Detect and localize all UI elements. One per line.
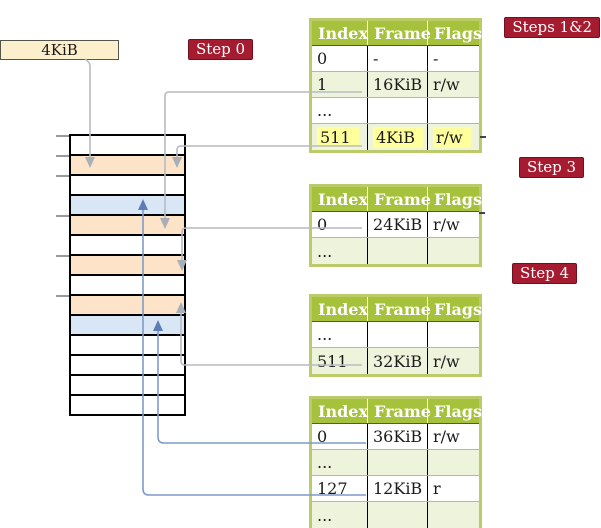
memory-frame-row-data <box>71 316 184 336</box>
table-cell <box>428 450 479 475</box>
table-header-flags: Flags <box>434 23 482 43</box>
table-cell <box>428 322 479 347</box>
table-cell: 0 <box>312 424 368 449</box>
table-header-index: Index <box>312 187 368 211</box>
table-header-frame: Frame <box>368 187 431 211</box>
memory-frame-row-free <box>71 136 184 156</box>
table-cell: r/w <box>428 124 479 150</box>
table-cell <box>368 238 428 264</box>
table-cell: 127 <box>312 476 368 501</box>
table-cell: ... <box>312 502 368 528</box>
table-row: 0-- <box>312 46 479 72</box>
memory-address-tick <box>56 295 69 297</box>
memory-frame-row-pagetable <box>71 256 184 276</box>
memory-frame-row-free <box>71 176 184 196</box>
table-cell: ... <box>312 98 368 123</box>
table-cell: r <box>433 479 441 498</box>
table-cell: 511 <box>312 124 368 150</box>
table-cell: r/w <box>433 427 460 446</box>
table-cell: 24KiB <box>368 212 428 237</box>
table-cell: r/w <box>433 351 460 371</box>
memory-frame-row-data <box>71 196 184 216</box>
memory-frame-row-pagetable <box>71 296 184 316</box>
highlighted-value: 511 <box>317 126 359 148</box>
table-cell: 12KiB <box>368 476 428 501</box>
table-header-flags: Flags <box>434 299 482 319</box>
table-cell <box>428 502 479 528</box>
table-header-index: Index <box>312 399 368 423</box>
step-4-label: Step 4 <box>512 263 578 284</box>
table-row: 511 4KiB r/w <box>312 124 479 150</box>
table-cell: 16KiB <box>368 72 428 97</box>
table-row: ... <box>312 238 479 264</box>
frame-size-box: 4KiB <box>0 40 119 60</box>
table-row: ... <box>312 502 479 528</box>
table-header-index: Index <box>312 21 368 45</box>
table-cell: 32KiB <box>368 348 428 374</box>
memory-address-tick <box>56 255 69 257</box>
table-cell: ... <box>312 238 368 264</box>
memory-frame-row-free <box>71 376 184 396</box>
table-header-frame: Frame <box>368 399 431 423</box>
table-row: ... <box>312 450 479 476</box>
table-cell <box>368 322 428 347</box>
table-cell: r/w <box>433 215 460 234</box>
memory-frame-row-free <box>71 356 184 376</box>
table-header-frame: Frame <box>368 21 431 45</box>
step-0-label: Step 0 <box>188 39 254 60</box>
table-cell <box>428 238 479 264</box>
table-cell: 4KiB <box>368 124 428 150</box>
table-header-flags: Flags <box>434 401 482 421</box>
steps-1-2-label: Steps 1&2 <box>504 17 600 38</box>
table-cell: r/w <box>433 75 460 94</box>
table-cell: ... <box>312 450 368 475</box>
memory-frame-row-free <box>71 336 184 356</box>
table-cell: - <box>433 49 439 68</box>
table-cell: 1 <box>312 72 368 97</box>
frame-size-label: 4KiB <box>41 41 78 59</box>
table-row: ... <box>312 98 479 124</box>
table-cell: - <box>368 46 428 71</box>
table-cell <box>368 98 428 123</box>
memory-frame-row-free <box>71 236 184 256</box>
table-cell: 511 <box>312 348 368 374</box>
physical-memory-column <box>69 134 186 416</box>
memory-frame-row-free <box>71 276 184 296</box>
memory-address-tick <box>56 135 69 137</box>
table-cell: ... <box>312 322 368 347</box>
memory-address-tick <box>56 155 69 157</box>
table-cell: 36KiB <box>368 424 428 449</box>
step-3-label: Step 3 <box>519 157 585 178</box>
memory-frame-row-pagetable <box>71 156 184 176</box>
table-row: ... <box>312 322 479 348</box>
memory-frame-row-free <box>71 396 184 414</box>
table-header-index: Index <box>312 297 368 321</box>
table-cell <box>368 450 428 475</box>
memory-address-tick <box>56 215 69 217</box>
highlighted-value: 4KiB <box>373 126 424 148</box>
memory-address-tick <box>56 175 69 177</box>
table-header-flags: Flags <box>434 189 482 209</box>
table-cell: 0 <box>312 46 368 71</box>
table-cell: 0 <box>312 212 368 237</box>
table-cell <box>428 98 479 123</box>
memory-frame-row-pagetable <box>71 216 184 236</box>
table-cell <box>368 502 428 528</box>
table-header-frame: Frame <box>368 297 431 321</box>
highlighted-value: r/w <box>433 126 471 148</box>
